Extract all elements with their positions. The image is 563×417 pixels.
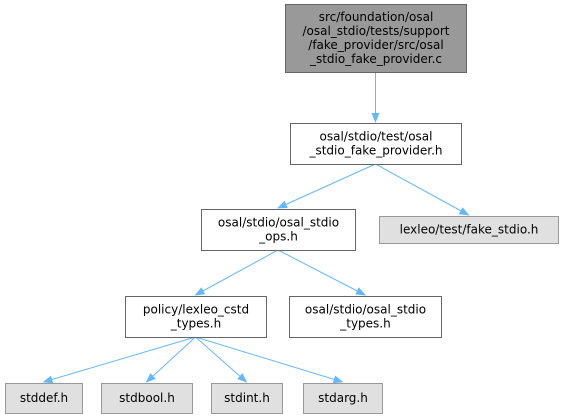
node-box [289,296,442,338]
node-box [379,216,559,244]
node-label-line: stdarg.h [318,391,368,405]
node-label-line: _stdio_fake_provider.c [309,52,442,66]
node-osal-stdio-types-h[interactable]: osal/stdio/osal_stdio_types.h [289,296,442,338]
edge-fake-provider-h-to-osal-stdio-ops-h [277,163,376,209]
node-stdbool-h: stdbool.h [101,383,193,414]
node-fake-provider-h[interactable]: osal/stdio/test/osal_stdio_fake_provider… [290,123,462,165]
node-box [5,383,83,414]
node-stdint-h: stdint.h [211,383,283,414]
node-label-line: osal/stdio/osal_stdio [305,303,426,317]
node-label-line: _ops.h [258,230,298,244]
node-box [285,4,467,73]
edge-osal-stdio-ops-h-to-lexleo-cstd-types-h [194,249,279,296]
node-box [211,383,283,414]
node-label-line: stddef.h [20,391,68,405]
node-label-line: lexleo/test/fake_stdio.h [400,223,539,237]
node-label-line: /osal_stdio/tests/support [302,24,449,38]
node-label-line: _types.h [170,317,221,331]
edges-layer [42,72,470,384]
node-stddef-h: stddef.h [5,383,83,414]
node-label-line: _types.h [339,317,390,331]
node-osal-stdio-ops-h[interactable]: osal/stdio/osal_stdio_ops.h [201,209,356,251]
node-fake-stdio-h: lexleo/test/fake_stdio.h [379,216,559,244]
node-root: src/foundation/osal/osal_stdio/tests/sup… [285,4,467,73]
node-box [290,123,462,165]
node-box [125,296,267,338]
node-label-line: /fake_provider/src/osal [308,38,443,52]
edge-fake-provider-h-to-fake-stdio-h [375,163,470,216]
nodes-layer: src/foundation/osal/osal_stdio/tests/sup… [5,4,559,414]
node-label-line: _stdio_fake_provider.h [308,144,442,158]
node-box [101,383,193,414]
node-stdarg-h: stdarg.h [303,383,383,414]
edge-lexleo-cstd-types-h-to-stdbool-h [145,336,196,383]
node-label-line: src/foundation/osal [319,10,434,24]
node-box [303,383,383,414]
node-box [201,209,356,251]
edge-lexleo-cstd-types-h-to-stdint-h [195,336,248,383]
edge-lexleo-cstd-types-h-to-stddef-h [42,336,196,384]
node-label-line: policy/lexleo_cstd [143,303,249,317]
edge-osal-stdio-ops-h-to-osal-stdio-types-h [277,249,366,296]
node-label-line: stdbool.h [119,391,175,405]
node-label-line: stdint.h [224,391,270,405]
edge-lexleo-cstd-types-h-to-stdarg-h [195,336,344,384]
node-label-line: osal/stdio/test/osal [320,130,433,144]
node-label-line: osal/stdio/osal_stdio [218,216,339,230]
node-lexleo-cstd-types-h[interactable]: policy/lexleo_cstd_types.h [125,296,267,338]
